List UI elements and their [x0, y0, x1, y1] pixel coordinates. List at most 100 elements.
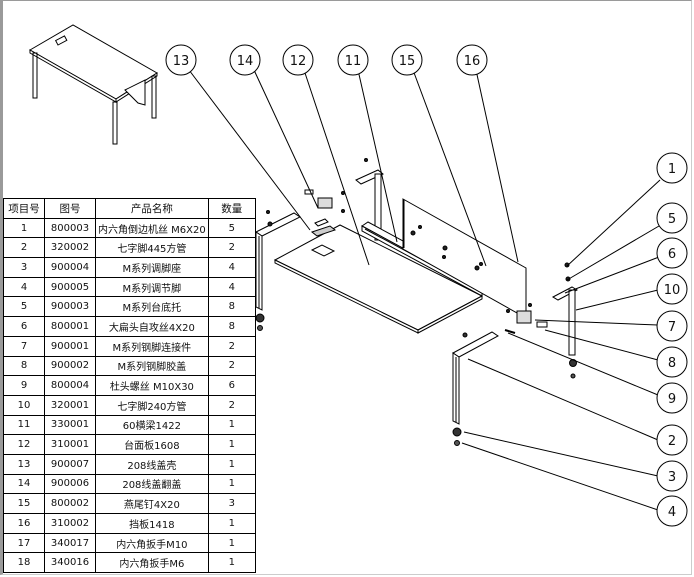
bom-product-name: M系列台底托	[95, 296, 209, 318]
balloon-3: 3	[656, 460, 688, 492]
bom-item-no: 8	[3, 355, 45, 377]
bom-part-code: 900001	[44, 335, 96, 357]
balloons-right: 1 5 6 10 7 8 9 2 3 4	[656, 152, 688, 527]
bom-item-no: 18	[3, 552, 45, 574]
svg-text:10: 10	[664, 283, 681, 298]
header-product-name: 产品名称	[95, 198, 209, 219]
svg-text:14: 14	[237, 54, 254, 69]
svg-text:9: 9	[668, 392, 676, 407]
bom-product-name: 208线盖壳	[95, 453, 209, 475]
balloon-6: 6	[656, 237, 688, 269]
bom-quantity: 1	[207, 552, 256, 574]
bom-item-no: 15	[3, 493, 45, 514]
bom-quantity: 2	[207, 335, 256, 357]
balloon-15: 15	[391, 44, 423, 76]
balloon-2: 2	[656, 424, 688, 456]
bom-product-name: 内六角扳手M10	[95, 532, 209, 554]
bom-quantity: 1	[207, 453, 256, 475]
tabletop	[273, 224, 484, 334]
balloon-5: 5	[656, 202, 688, 234]
bom-quantity: 1	[207, 513, 256, 534]
bom-part-code: 320001	[44, 394, 96, 416]
svg-text:4: 4	[668, 505, 676, 520]
bom-part-code: 330001	[44, 414, 96, 436]
bom-item-no: 14	[3, 473, 45, 495]
svg-text:12: 12	[290, 54, 307, 69]
bom-quantity: 8	[207, 316, 256, 337]
bom-item-no: 4	[3, 276, 45, 298]
bom-item-no: 11	[3, 414, 45, 436]
bom-part-code: 340016	[44, 552, 96, 574]
bom-item-no: 12	[3, 434, 45, 455]
bom-part-code: 800001	[44, 316, 96, 337]
bom-quantity: 5	[207, 217, 256, 239]
bom-quantity: 1	[207, 434, 256, 455]
bom-quantity: 1	[207, 414, 256, 436]
bom-product-name: M系列钢脚连接件	[95, 335, 209, 357]
bom-part-code: 800004	[44, 375, 96, 396]
bom-item-no: 9	[3, 375, 45, 396]
grommet-hole	[310, 244, 336, 257]
bom-product-name: 大扁头自攻丝4X20	[95, 316, 209, 337]
svg-text:11: 11	[345, 54, 362, 69]
balloon-16: 16	[456, 44, 488, 76]
bom-quantity: 2	[207, 355, 256, 377]
bom-product-name: 60横梁1422	[95, 414, 209, 436]
svg-text:7: 7	[668, 320, 676, 335]
right-rear-l-leg	[551, 286, 579, 379]
bom-header-row: 项目号 图号 产品名称 数量	[3, 198, 256, 219]
bom-product-name: M系列钢脚胶盖	[95, 355, 209, 377]
bom-item-no: 5	[3, 296, 45, 318]
header-item-no: 项目号	[3, 198, 45, 219]
bom-item-no: 13	[3, 453, 45, 475]
bom-part-code: 320002	[44, 237, 96, 259]
bom-part-code: 800003	[44, 217, 96, 239]
bom-part-code: 310002	[44, 513, 96, 534]
cable-grommet-preview	[54, 35, 68, 46]
bom-part-code: 310001	[44, 434, 96, 455]
bom-product-name: 七字脚445方管	[95, 237, 209, 259]
balloon-4: 4	[656, 495, 688, 527]
svg-text:2: 2	[668, 434, 676, 449]
svg-text:6: 6	[668, 247, 676, 262]
front-right-l-leg	[452, 331, 499, 446]
bom-part-code: 900002	[44, 355, 96, 377]
bom-product-name: 208线盖翻盖	[95, 473, 209, 495]
bom-quantity: 8	[207, 296, 256, 318]
bom-item-no: 6	[3, 316, 45, 337]
bom-product-name: 七字脚240方管	[95, 394, 209, 416]
bom-product-name: M系列调脚座	[95, 257, 209, 278]
leader-lines	[188, 69, 661, 511]
bom-item-no: 2	[3, 237, 45, 259]
header-quantity: 数量	[207, 198, 256, 219]
bom-part-code: 900005	[44, 276, 96, 298]
balloon-1: 1	[656, 152, 688, 184]
bom-product-name: 燕尾钉4X20	[95, 493, 209, 514]
svg-text:3: 3	[668, 470, 676, 485]
bom-quantity: 3	[207, 493, 256, 514]
balloons-top: 13 14 12 11 15 16	[165, 44, 488, 76]
bom-product-name: 内六角倒边机丝 M6X20	[95, 217, 209, 239]
assembled-desk-preview	[28, 24, 158, 145]
bom-part-code: 900006	[44, 473, 96, 495]
bom-product-name: 台面板1608	[95, 434, 209, 455]
bom-quantity: 4	[207, 276, 256, 298]
